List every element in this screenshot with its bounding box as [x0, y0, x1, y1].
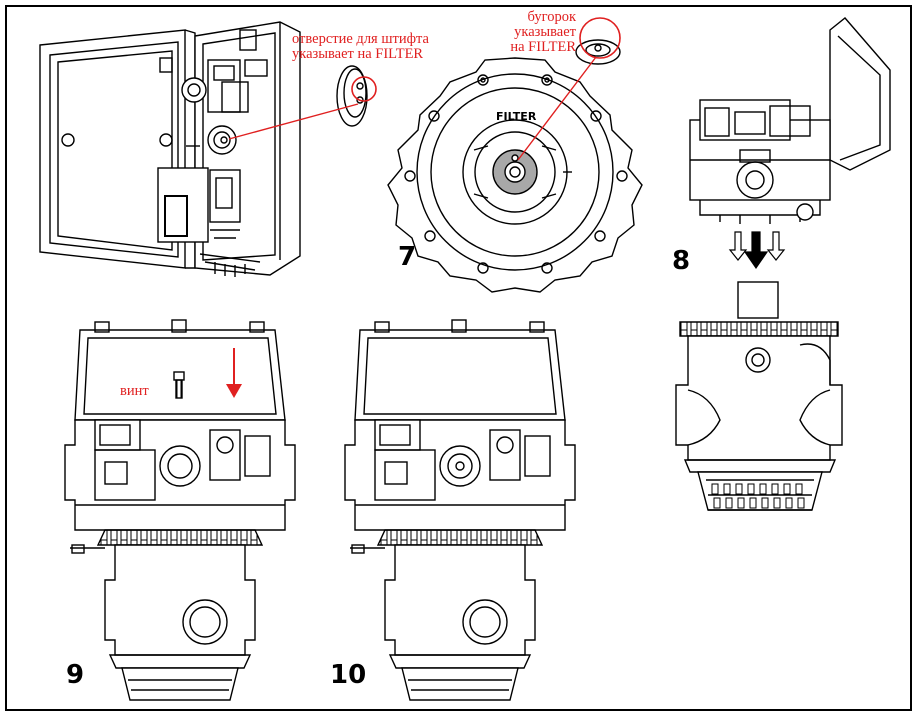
valve-body — [675, 281, 843, 511]
callout-pin-hole-line1: отверстие для штифта — [292, 31, 429, 47]
step-label-9: 9 — [66, 660, 85, 690]
screw-down-arrow — [226, 348, 242, 398]
controller-head — [689, 17, 891, 224]
step-label-7: 7 — [398, 242, 417, 272]
step-label-8: 8 — [672, 246, 691, 276]
page-frame — [5, 5, 912, 711]
valve-top-view — [387, 57, 643, 293]
assembled-valve-with-screw — [64, 319, 296, 701]
callout-pin-hole: отверстие для штифта указывает на FILTER — [292, 31, 429, 63]
callout-bump-line2: на FILTER — [510, 39, 576, 56]
assembled-valve — [344, 319, 576, 701]
bump-highlight-circle — [579, 17, 621, 59]
callout-pin-hole-line2: указывает на FILTER — [292, 46, 424, 63]
callout-bump: бугорок указывает на FILTER — [470, 9, 576, 56]
step-label-10: 10 — [330, 660, 367, 690]
lower-arrows — [728, 231, 786, 270]
callout-bump-line1: бугорок указывает — [514, 9, 576, 41]
controller-open-lid — [39, 21, 301, 277]
bump-pointer-line — [517, 56, 597, 161]
bump-disc — [575, 39, 621, 65]
callout-screw: винт — [120, 383, 149, 399]
pin-hole-pointer-line — [228, 103, 359, 140]
pin-hole-disc — [336, 65, 368, 127]
pin-hole-highlight-circle — [351, 76, 377, 102]
dial-label-filter: FILTER — [496, 110, 537, 123]
